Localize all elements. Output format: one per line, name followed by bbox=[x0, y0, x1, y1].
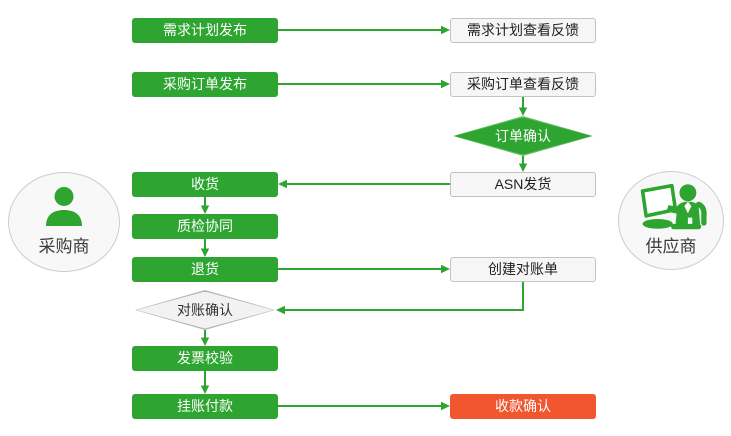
arrowhead-right-icon bbox=[441, 401, 450, 411]
node-asn-ship: ASN发货 bbox=[450, 172, 596, 197]
node-receive-goods: 收货 bbox=[132, 172, 278, 197]
arrowhead-down-icon bbox=[200, 248, 210, 257]
node-invoice-verify: 发票校验 bbox=[132, 346, 278, 371]
node-payment: 挂账付款 bbox=[132, 394, 278, 419]
actor-buyer-label: 采购商 bbox=[38, 237, 90, 256]
decision-order-confirm: 订单确认 bbox=[453, 116, 593, 156]
decision-label: 对账确认 bbox=[177, 302, 233, 318]
arrowhead-down-icon bbox=[200, 337, 210, 346]
arrowhead-down-icon bbox=[518, 107, 528, 116]
user-icon bbox=[46, 187, 82, 226]
user-laptop-icon bbox=[640, 183, 707, 230]
node-demand-plan-publish: 需求计划发布 bbox=[132, 18, 278, 43]
arrowhead-left-icon bbox=[278, 179, 287, 189]
arrowhead-left-icon bbox=[276, 305, 285, 315]
arrowhead-right-icon bbox=[441, 25, 450, 35]
node-po-publish: 采购订单发布 bbox=[132, 72, 278, 97]
node-po-feedback: 采购订单查看反馈 bbox=[450, 72, 596, 97]
arrowhead-right-icon bbox=[441, 264, 450, 274]
actor-supplier-circle: 供应商 bbox=[618, 171, 724, 270]
node-receipt-confirm: 收款确认 bbox=[450, 394, 596, 419]
arrowhead-right-icon bbox=[441, 79, 450, 89]
arrowhead-down-icon bbox=[518, 163, 528, 172]
node-create-statement: 创建对账单 bbox=[450, 257, 596, 282]
node-quality-check: 质检协同 bbox=[132, 214, 278, 239]
arrowhead-down-icon bbox=[200, 205, 210, 214]
node-return-goods: 退货 bbox=[132, 257, 278, 282]
node-demand-plan-feedback: 需求计划查看反馈 bbox=[450, 18, 596, 43]
connector-statement-to-recon bbox=[285, 282, 524, 311]
decision-recon-confirm: 对账确认 bbox=[135, 290, 275, 330]
decision-label: 订单确认 bbox=[495, 128, 551, 144]
actor-supplier-label: 供应商 bbox=[645, 237, 697, 256]
actor-buyer-circle: 采购商 bbox=[8, 172, 120, 272]
arrowhead-down-icon bbox=[200, 385, 210, 394]
